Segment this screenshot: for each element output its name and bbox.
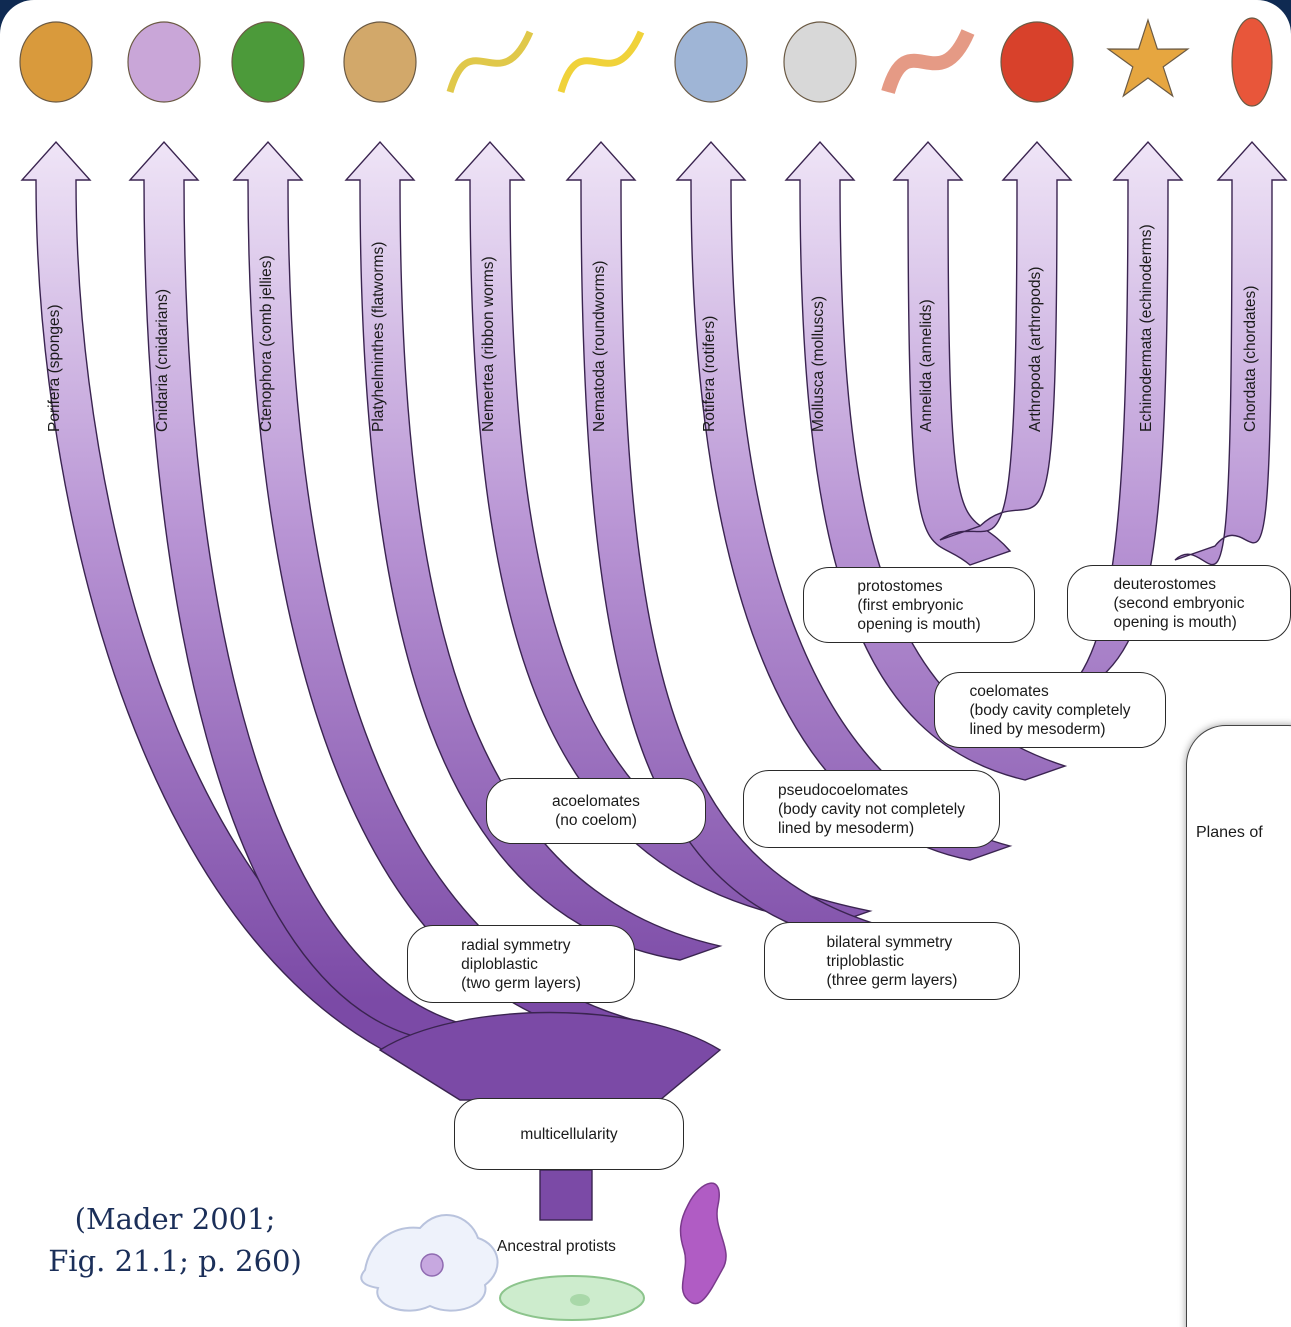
phylum-label-3: Ctenophora (comb jellies) (258, 255, 276, 432)
clam-icon (784, 22, 856, 102)
phylum-label-1: Porifera (sponges) (46, 304, 64, 432)
rotifer-icon (675, 22, 747, 102)
root-stem (540, 1170, 592, 1220)
human-runner-icon (1232, 18, 1272, 106)
phylum-label-4: Platyhelminthes (flatworms) (370, 242, 388, 432)
organism-icons (20, 18, 1272, 106)
ribbon-worm-icon (450, 32, 530, 92)
branch-9 (894, 142, 1010, 565)
citation: (Mader 2001; Fig. 21.1; p. 260) (40, 1198, 310, 1282)
node-pseudocoelomates: pseudocoelomates (body cavity not comple… (743, 770, 1000, 848)
crayfish-icon (1001, 22, 1073, 102)
node-protostomes: protostomes (first embryonic opening is … (803, 567, 1035, 643)
phylum-label-10: Arthropoda (arthropods) (1027, 267, 1045, 432)
ancestral-protists-label: Ancestral protists (497, 1238, 616, 1256)
planes-label: Planes of (1196, 824, 1263, 842)
node-radial-symmetry: radial symmetry diploblastic (two germ l… (407, 925, 635, 1003)
phylum-label-5: Nemertea (ribbon worms) (480, 256, 498, 432)
planes-panel (1186, 725, 1291, 1327)
node-bilateral-symmetry: bilateral symmetry triploblastic (three … (764, 922, 1020, 1000)
phylum-label-11: Echinodermata (echinoderms) (1138, 224, 1156, 432)
phylum-label-12: Chordata (chordates) (1242, 286, 1260, 432)
phylum-label-7: Rotifera (rotifers) (701, 316, 719, 432)
node-multicellularity: multicellularity (454, 1098, 684, 1170)
hydra-icon (128, 22, 200, 102)
node-coelomates: coelomates (body cavity completely lined… (934, 672, 1166, 748)
phylum-label-8: Mollusca (molluscs) (810, 296, 828, 432)
node-deuterostomes: deuterostomes (second embryonic opening … (1067, 565, 1291, 641)
citation-line-1: (Mader 2001; (40, 1198, 310, 1240)
citation-line-2: Fig. 21.1; p. 260) (40, 1240, 310, 1282)
sea-star-icon (1108, 20, 1188, 96)
roundworm-icon (561, 32, 641, 92)
phylum-label-6: Nematoda (roundworms) (591, 261, 609, 432)
phylum-label-9: Annelida (annelids) (918, 299, 936, 432)
trypanosome-icon (681, 1183, 727, 1303)
branch-12 (1175, 142, 1286, 565)
earthworm-icon (888, 32, 968, 92)
phylum-label-2: Cnidaria (cnidarians) (154, 289, 172, 432)
branch-10 (940, 142, 1071, 540)
sponge-icon (20, 22, 92, 102)
flatworm-icon (344, 22, 416, 102)
node-acoelomates: acoelomates (no coelom) (486, 778, 706, 844)
comb-jelly-icon (232, 22, 304, 102)
